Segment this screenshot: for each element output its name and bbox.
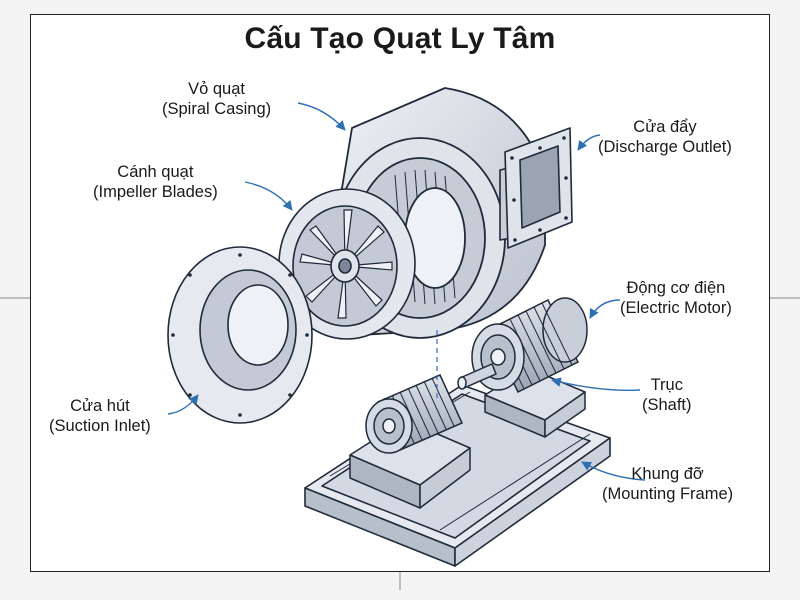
diagram-title: Cấu Tạo Quạt Ly Tâm [244, 22, 556, 55]
label-mounting-frame: Khung đỡ (Mounting Frame) [602, 464, 733, 504]
label-inlet-en: (Suction Inlet) [49, 417, 151, 435]
label-shaft-en: (Shaft) [642, 396, 692, 414]
discharge-outlet [499, 127, 573, 249]
leader-frame [581, 461, 646, 481]
label-shaft-vi: Trục [650, 376, 683, 394]
label-impeller-en: (Impeller Blades) [93, 183, 218, 201]
label-inlet-vi: Cửa hút [70, 397, 130, 415]
label-electric-motor: Động cơ điện (Electric Motor) [620, 278, 732, 318]
label-spiral-casing: Vỏ quạt (Spiral Casing) [162, 79, 271, 119]
label-discharge-outlet: Cửa đẩy (Discharge Outlet) [598, 117, 732, 157]
leader-inlet [167, 394, 199, 415]
shaft [457, 363, 497, 390]
label-motor-en: (Electric Motor) [620, 299, 732, 317]
label-shaft: Trục (Shaft) [642, 375, 692, 415]
crop-marks [0, 297, 800, 590]
leader-shaft [551, 377, 641, 391]
motor-pedestal-left [349, 419, 471, 509]
label-frame-vi: Khung đỡ [631, 465, 704, 483]
electric-motor-front [365, 374, 464, 454]
suction-inlet [167, 246, 313, 424]
leader-impeller [244, 181, 293, 211]
label-motor-vi: Động cơ điện [626, 279, 726, 297]
label-suction-inlet: Cửa hút (Suction Inlet) [49, 396, 151, 436]
leader-motor [589, 299, 621, 319]
label-outlet-vi: Cửa đẩy [633, 118, 697, 136]
leader-casing [297, 102, 346, 131]
leader-lines [167, 102, 646, 481]
label-impeller-vi: Cánh quạt [117, 163, 194, 181]
label-casing-vi: Vỏ quạt [188, 80, 245, 98]
impeller-blades [299, 209, 393, 319]
leader-outlet [577, 134, 601, 151]
label-impeller-blades: Cánh quạt (Impeller Blades) [93, 162, 218, 202]
label-outlet-en: (Discharge Outlet) [598, 138, 732, 156]
label-frame-en: (Mounting Frame) [602, 485, 734, 503]
label-casing-en: (Spiral Casing) [162, 100, 272, 118]
impeller [278, 188, 416, 340]
